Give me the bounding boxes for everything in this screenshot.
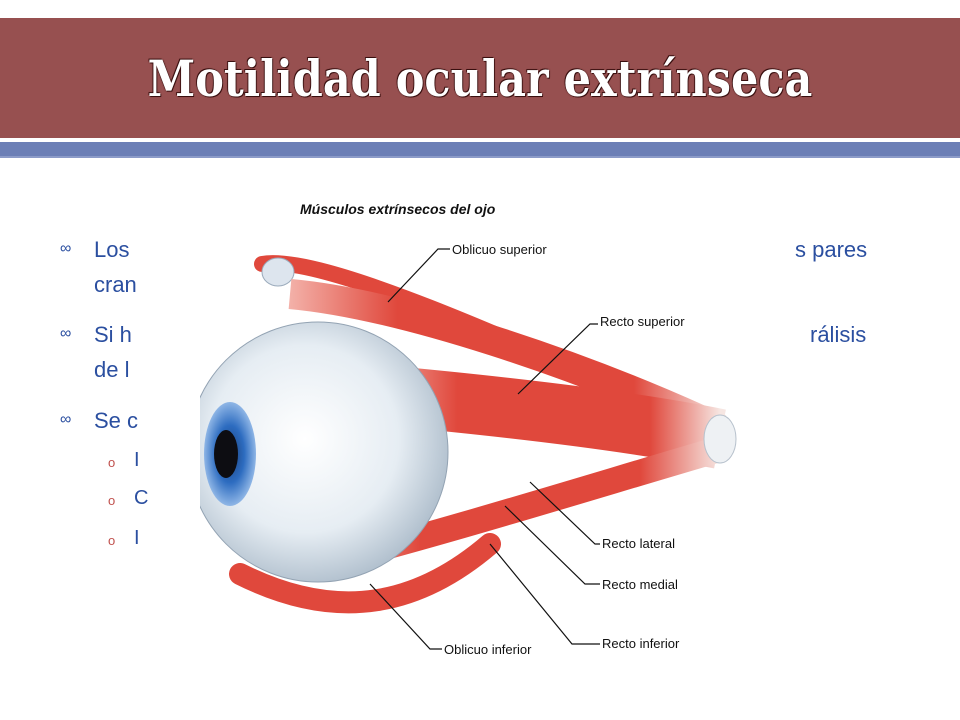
subbullet-2: C [134, 487, 149, 509]
leader-line [517, 323, 598, 395]
bullet-icon: ∞ [60, 411, 72, 428]
bullet-1-line1-tail: s pares [795, 237, 868, 262]
eye-muscles-figure: Músculos extrínsecos del ojo [200, 184, 740, 664]
title-divider-blue [0, 142, 960, 156]
title-band: Motilidad ocular extrínseca [0, 18, 960, 138]
bullet-2-line1-tail: rálisis [810, 322, 867, 347]
title-divider-edge [0, 156, 960, 158]
subbullet-marker: o [108, 533, 116, 548]
oblicuo-inferior-muscle [229, 533, 501, 614]
leader-line [387, 248, 450, 303]
bullet-1-line1: Los [94, 237, 130, 262]
label-oblicuo-superior: Oblicuo superior [452, 242, 547, 257]
pupil [214, 430, 238, 478]
leader-line [504, 505, 600, 585]
trochlea [261, 257, 295, 287]
subbullet-marker: o [108, 455, 116, 470]
subbullet-3: I [134, 527, 140, 549]
bullet-2-line2: de l [94, 357, 130, 382]
bullet-icon: ∞ [60, 325, 72, 342]
label-recto-lateral: Recto lateral [602, 536, 675, 551]
bullet-2-line1: Si h [94, 322, 132, 347]
leader-line [529, 481, 600, 545]
slide-title: Motilidad ocular extrínseca [147, 48, 813, 108]
eyeball [200, 321, 449, 583]
leader-line [489, 543, 600, 645]
figure-caption: Músculos extrínsecos del ojo [300, 201, 496, 217]
bullet-icon: ∞ [60, 240, 72, 257]
subbullet-1: I [134, 449, 140, 471]
label-recto-medial: Recto medial [602, 577, 678, 592]
bullet-1-line2: cran [94, 272, 137, 297]
eye-illustration [200, 248, 737, 650]
label-oblicuo-inferior: Oblicuo inferior [444, 642, 532, 657]
label-recto-inferior: Recto inferior [602, 636, 680, 651]
title-divider-white [0, 138, 960, 142]
annulus-tendon [703, 414, 737, 464]
label-recto-superior: Recto superior [600, 314, 685, 329]
subbullet-marker: o [108, 493, 116, 508]
leader-line [369, 583, 442, 650]
bullet-3-line1: Se c [94, 408, 139, 433]
